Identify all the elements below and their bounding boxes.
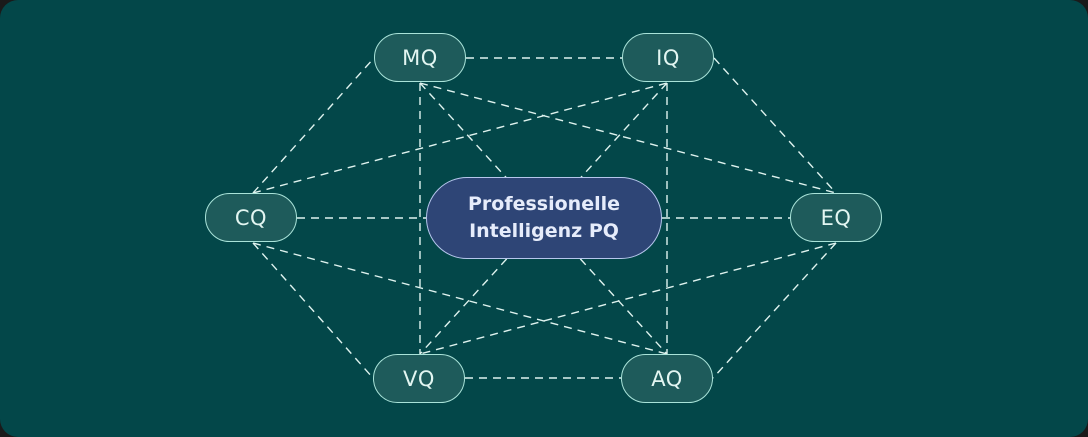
node-pq-center[interactable]: Professionelle Intelligenz PQ	[426, 177, 662, 259]
node-eq[interactable]: EQ	[790, 193, 882, 242]
node-iq-label: IQ	[656, 45, 680, 70]
edge-mq-eq	[419, 82, 837, 194]
node-cq-label: CQ	[234, 205, 268, 230]
edge-eq-aq	[712, 242, 837, 379]
edge-iq-eq	[713, 57, 837, 194]
node-iq[interactable]: IQ	[622, 33, 714, 82]
edge-cq-vq	[252, 242, 374, 379]
edge-cq-iq	[252, 82, 668, 194]
node-vq[interactable]: VQ	[373, 354, 465, 403]
node-mq-label: MQ	[402, 45, 438, 70]
node-mq[interactable]: MQ	[374, 33, 466, 82]
edge-cq-aq	[252, 242, 668, 355]
edge-eq-vq	[419, 242, 837, 355]
node-cq[interactable]: CQ	[205, 193, 297, 242]
node-vq-label: VQ	[403, 366, 435, 391]
node-aq-label: AQ	[651, 366, 683, 391]
center-label-line1: Professionelle	[467, 193, 620, 215]
edge-cq-mq	[252, 57, 375, 194]
node-eq-label: EQ	[820, 205, 852, 230]
node-aq[interactable]: AQ	[621, 354, 713, 403]
center-label-line2: Intelligenz PQ	[469, 220, 619, 242]
